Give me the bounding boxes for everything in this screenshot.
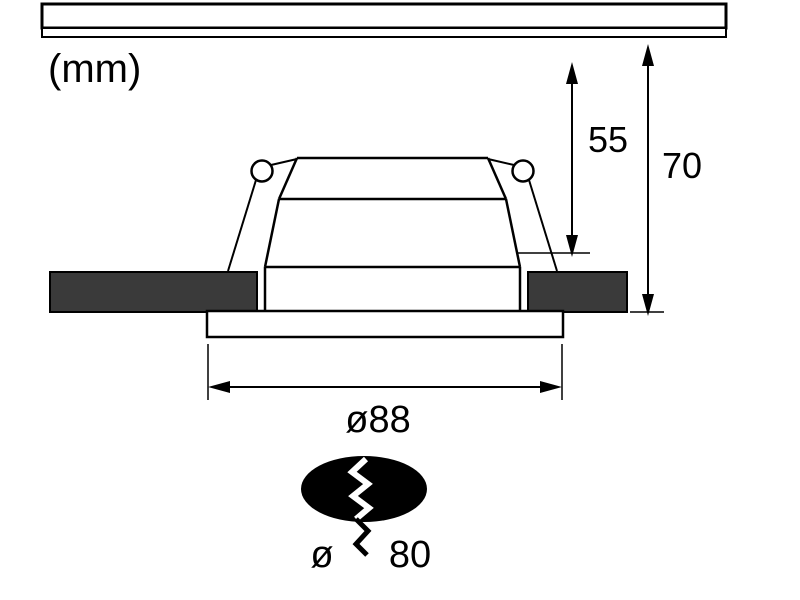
ceiling-panel-edge xyxy=(41,27,727,38)
dim80-prefix: ø xyxy=(310,534,333,576)
ceiling-cross-section xyxy=(49,271,628,313)
clip-tab-left xyxy=(270,158,298,166)
dimension-total-height: 70 xyxy=(630,44,702,316)
ceiling-panel-top xyxy=(40,2,728,30)
saw-zigzag-tail-icon xyxy=(352,517,372,557)
dim70-value: 70 xyxy=(662,145,702,186)
clip-arm-right xyxy=(528,179,558,272)
clip-pivot-left-icon xyxy=(250,159,274,183)
unit-label: (mm) xyxy=(48,47,141,91)
ceiling-panel xyxy=(40,2,728,38)
dim70-arrow-down-icon xyxy=(642,294,654,316)
dim55-value: 55 xyxy=(588,119,628,160)
fixture-body-left xyxy=(263,198,281,268)
cutout-symbol: ø 80 xyxy=(301,456,431,576)
clip-tab-right xyxy=(487,158,515,166)
fixture-collar-right xyxy=(486,157,508,200)
dim88-arrow-right-icon xyxy=(540,381,562,393)
dim88-arrow-left-icon xyxy=(208,381,230,393)
fixture-trim-plate xyxy=(205,309,565,339)
dim80-value: 80 xyxy=(389,534,431,576)
saw-zigzag-white-icon xyxy=(347,456,374,522)
fixture-body-right xyxy=(504,198,522,268)
dim88-value: ø88 xyxy=(345,399,410,441)
dim55-arrow-up-icon xyxy=(566,62,578,84)
spring-clip-right xyxy=(487,158,558,272)
clip-arm-left xyxy=(227,179,257,272)
ceiling-block-left xyxy=(49,271,258,313)
ceiling-block-right xyxy=(527,271,628,313)
dimension-trim-diameter: ø88 xyxy=(207,344,563,441)
dimension-recess-depth: 55 xyxy=(518,62,628,257)
dim70-arrow-up-icon xyxy=(642,44,654,66)
spring-clip-left xyxy=(227,158,298,272)
fixture-collar-left xyxy=(277,157,299,200)
fixture-cross-section xyxy=(205,156,565,339)
clip-pivot-right-icon xyxy=(511,159,535,183)
dim55-arrow-down-icon xyxy=(566,235,578,257)
